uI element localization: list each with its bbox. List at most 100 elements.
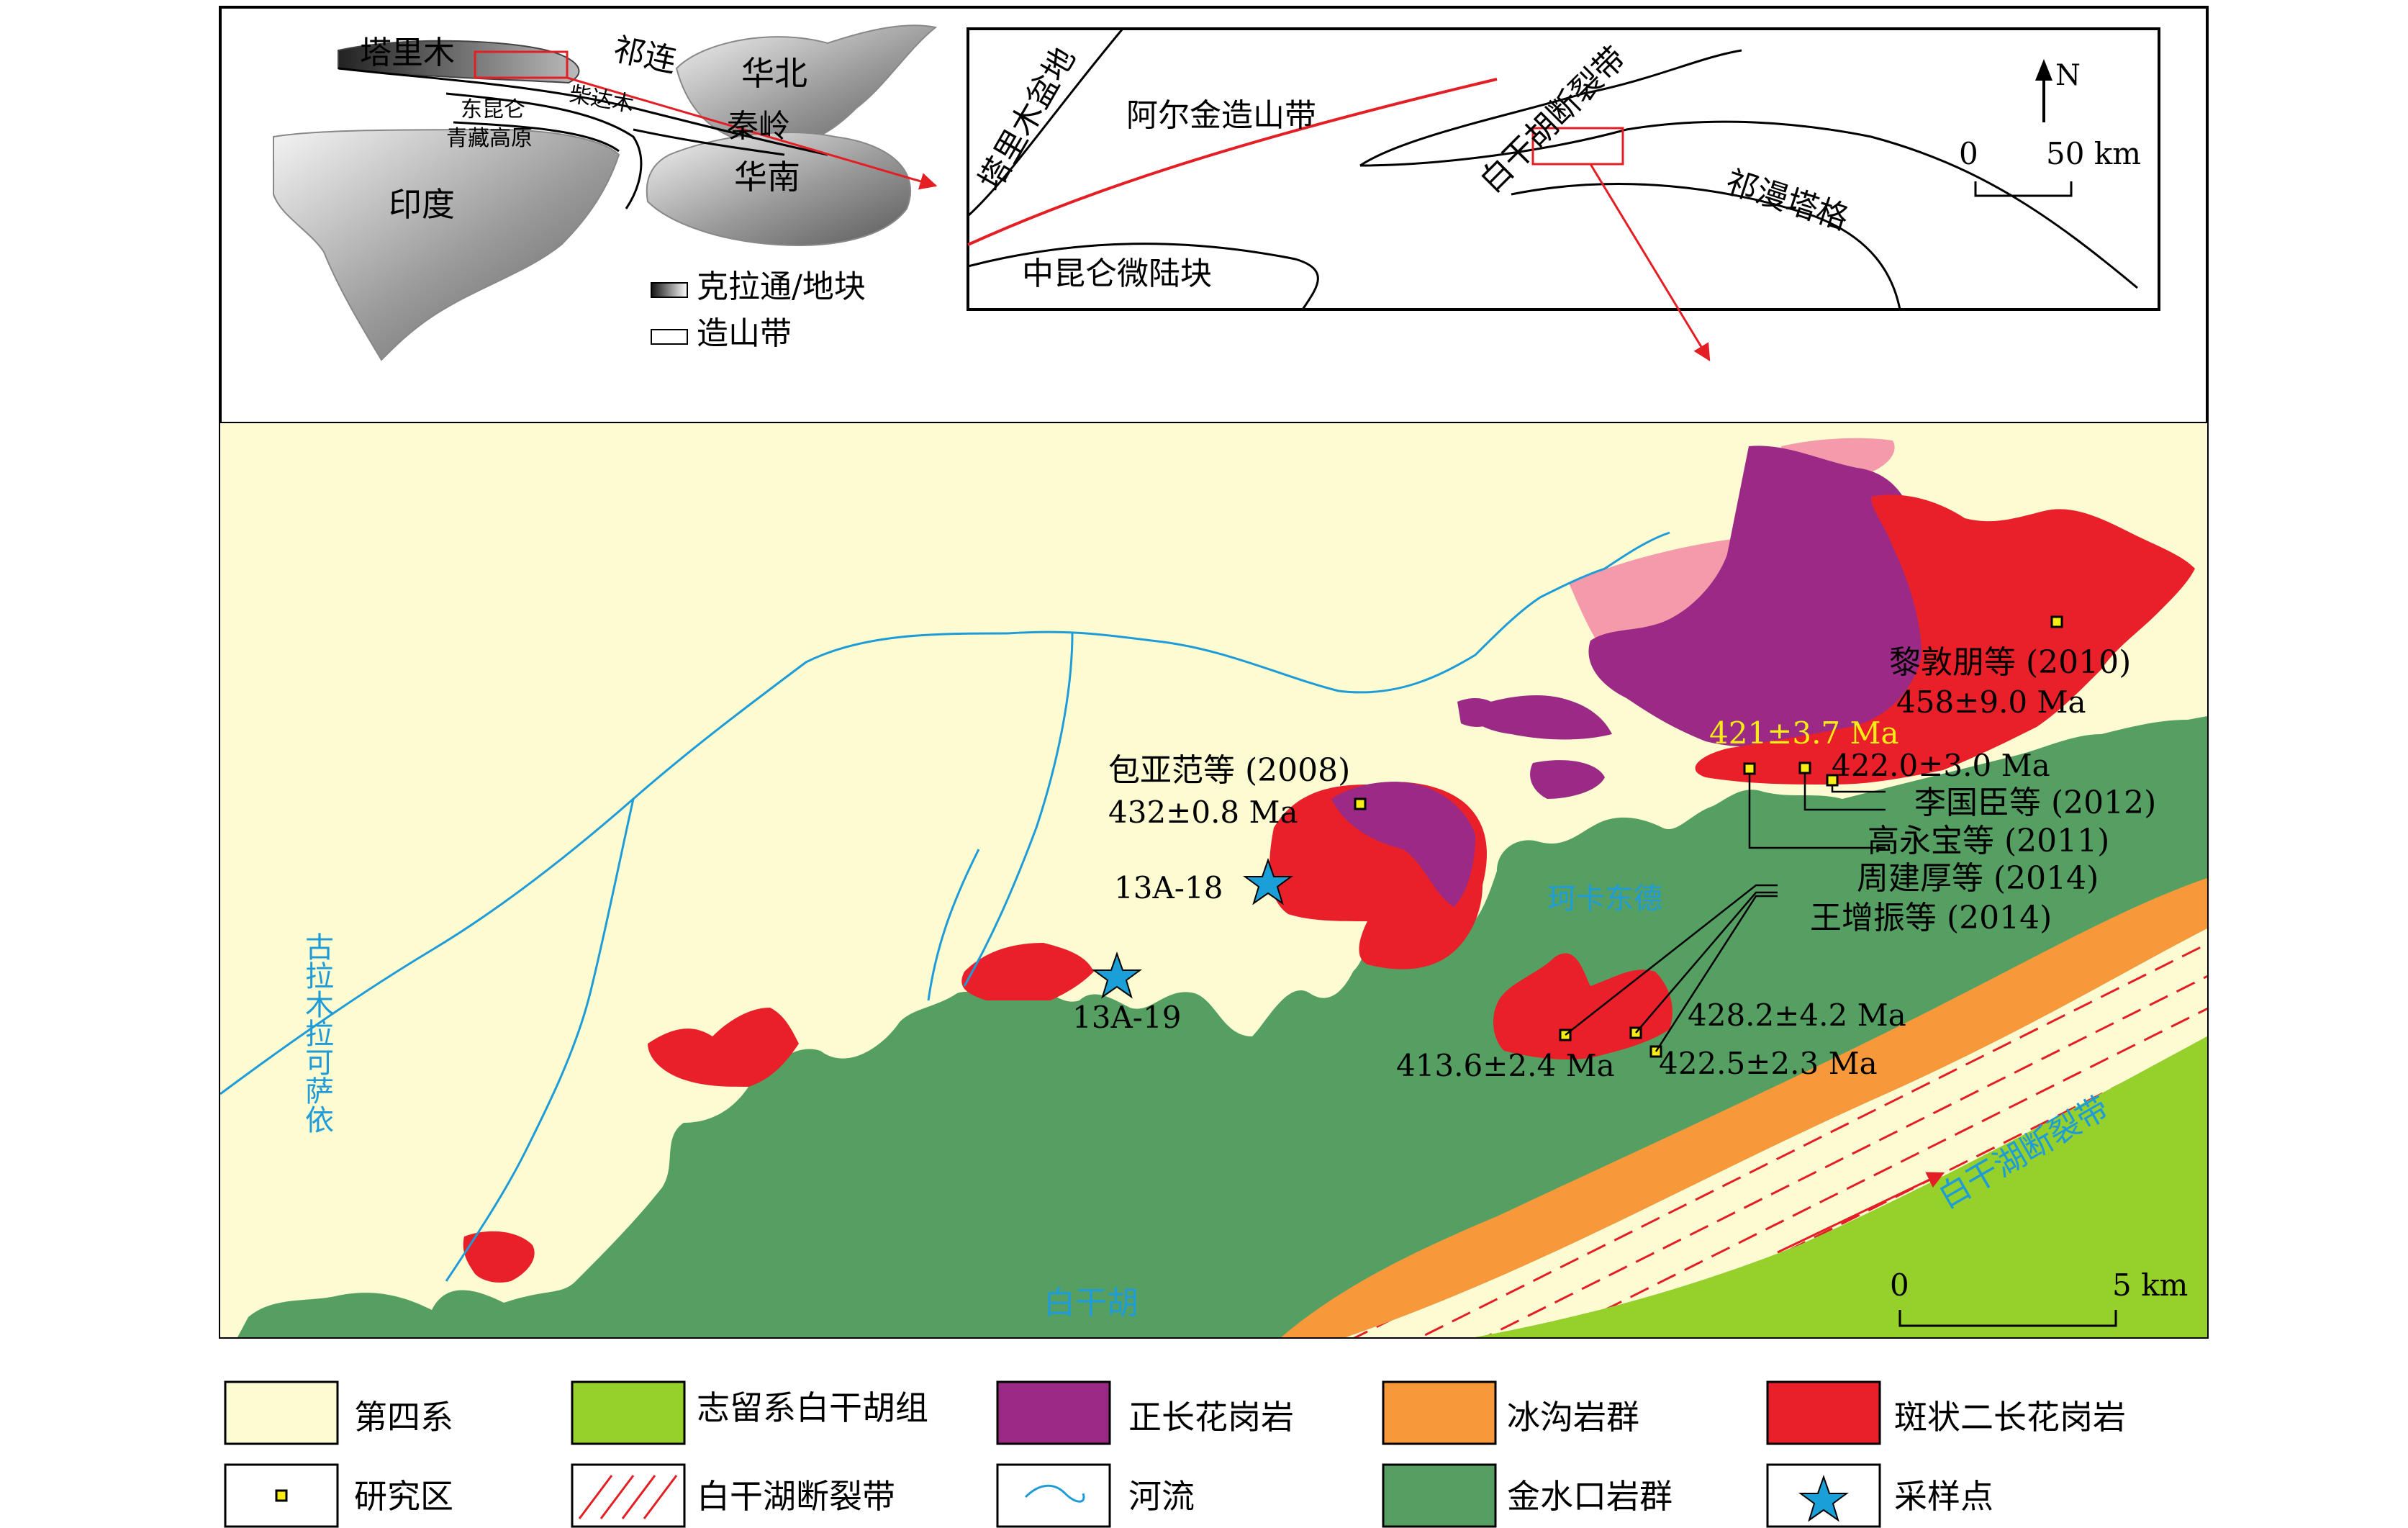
label-altyn: 阿尔金造山带 bbox=[1126, 97, 1316, 134]
qinling-line bbox=[633, 128, 785, 156]
syenogranite-main bbox=[1588, 446, 1943, 747]
river-label-gulamu: 古拉木拉可萨依 bbox=[300, 932, 333, 1134]
legend-label-binggou: 冰沟岩群 bbox=[1507, 1398, 1639, 1437]
baiganhu-upper-boundary bbox=[1359, 49, 1742, 167]
inset-scale-bar bbox=[1974, 181, 2073, 197]
inset-scale-zero: 0 bbox=[1959, 136, 1978, 171]
legend-label-quaternary: 第四系 bbox=[354, 1398, 453, 1437]
label-qilian: 祁连 bbox=[610, 31, 680, 80]
porphyritic-cluster-2 bbox=[1493, 953, 1673, 1059]
main-geological-map: 古拉木拉可萨依 白干胡 珂卡东德 白干湖断裂带 13A-18 13A-19 黎敦… bbox=[220, 423, 2207, 1337]
label-qinling: 秦岭 bbox=[727, 108, 790, 145]
legend-label-jinshuikou: 金水口岩群 bbox=[1507, 1477, 1673, 1516]
porphyritic-east bbox=[1695, 494, 2195, 785]
label-east-kunlun: 东昆仑 bbox=[461, 97, 525, 122]
legend-label-river: 河流 bbox=[1128, 1477, 1195, 1516]
study-area-marker bbox=[1798, 761, 1811, 774]
porphyritic-small-2 bbox=[648, 1008, 799, 1087]
baiganhu-lower-boundary bbox=[1359, 120, 2138, 289]
legend-label-study-area: 研究区 bbox=[354, 1477, 453, 1516]
pointer-arrow-left bbox=[566, 76, 938, 190]
syenogranite-lobe-2 bbox=[1530, 760, 1605, 799]
river-label-kekadong: 珂卡东德 bbox=[1547, 882, 1662, 916]
ref-gao2011: 高永宝等 (2011) bbox=[1868, 823, 2109, 859]
ref-bao2008-age: 432±0.8 Ma bbox=[1108, 795, 1298, 830]
india-block bbox=[273, 128, 620, 361]
legend-swatch-porphyritic bbox=[1766, 1380, 1881, 1445]
river-branch-2 bbox=[963, 633, 1074, 987]
tarim-basin-boundary bbox=[967, 28, 1124, 217]
sample-label-13A-19: 13A-19 bbox=[1072, 1000, 1181, 1035]
legend-swatch-silurian bbox=[571, 1380, 686, 1445]
ref-li2010: 黎敦朋等 (2010) bbox=[1889, 644, 2131, 681]
huanan-block bbox=[646, 132, 911, 246]
main-scale-bar bbox=[1898, 1310, 2117, 1327]
label-tarim: 塔里木 bbox=[360, 35, 455, 71]
main-scale-end: 5 km bbox=[2112, 1267, 2188, 1303]
silurian-baiganhu-formation bbox=[1475, 1036, 2207, 1337]
ref-zhou2014: 周建厚等 (2014) bbox=[1857, 860, 2099, 897]
north-arrow-head bbox=[2035, 59, 2052, 81]
legend-label-porphyritic: 斑状二长花岗岩 bbox=[1894, 1398, 2126, 1437]
label-huanan: 华南 bbox=[734, 158, 800, 196]
qimantag-boundary bbox=[1511, 183, 1901, 310]
sample-label-13A-18: 13A-18 bbox=[1114, 870, 1223, 905]
study-area-box-left bbox=[474, 50, 569, 79]
legend-label-fault-zone: 白干湖断裂带 bbox=[697, 1477, 895, 1516]
binggou-group bbox=[1281, 878, 2207, 1337]
north-label: N bbox=[2055, 59, 2081, 92]
legend-swatch-quaternary bbox=[224, 1380, 339, 1445]
river-gulamu bbox=[445, 798, 635, 1282]
purple-overlay-cluster1 bbox=[1331, 782, 1475, 907]
inset-scale-end: 50 km bbox=[2046, 136, 2141, 171]
sample-star-13A-19 bbox=[1091, 951, 1143, 999]
legend-label-k-granite: 正长花岗岩 bbox=[1128, 1398, 1294, 1437]
river-main bbox=[220, 531, 1670, 1095]
syenogranite-small bbox=[1457, 698, 1504, 727]
label-central-kunlun: 中昆仑微陆块 bbox=[1022, 256, 1212, 292]
study-area-marker bbox=[1354, 797, 1367, 810]
label-qt-plateau: 青藏高原 bbox=[446, 126, 533, 151]
legend-swatch-k-granite bbox=[996, 1380, 1111, 1445]
label-india: 印度 bbox=[389, 185, 455, 224]
altyn-fault-red bbox=[967, 78, 1498, 246]
kunlun-line bbox=[445, 92, 643, 209]
inset-china-tectonic-map: 塔里木 祁连 华北 柴达木 秦岭 东昆仑 青藏高原 印度 华南 克拉通/地块 造… bbox=[273, 24, 938, 361]
legend-swatch-binggou bbox=[1382, 1380, 1497, 1445]
legend-orogen-swatch bbox=[651, 329, 688, 345]
study-area-box-right bbox=[1531, 127, 1624, 166]
ref-li2010-age: 458±9.0 Ma bbox=[1896, 684, 2086, 720]
legend-craton-swatch bbox=[651, 282, 688, 298]
pointer-arrow-right bbox=[1589, 163, 1711, 362]
age-428: 428.2±4.2 Ma bbox=[1688, 998, 1906, 1033]
river-wave-icon bbox=[1024, 1484, 1085, 1503]
sample-star-13A-18 bbox=[1242, 857, 1294, 905]
legend-swatch-river bbox=[996, 1463, 1111, 1528]
river-network bbox=[220, 531, 1670, 1282]
age-413: 413.6±2.4 Ma bbox=[1396, 1048, 1615, 1083]
age-421: 421±3.7 Ma bbox=[1709, 715, 1899, 751]
age-422-0: 422.0±3.0 Ma bbox=[1832, 748, 2050, 783]
fault-dash-icon bbox=[578, 1475, 678, 1519]
legend-swatch-jinshuikou bbox=[1382, 1463, 1497, 1528]
label-huabei: 华北 bbox=[741, 54, 807, 93]
leader-lines bbox=[1565, 773, 1886, 1052]
ref-wang2014: 王增振等 (2014) bbox=[1810, 900, 2052, 936]
river-branch-3 bbox=[927, 849, 980, 1001]
ref-bao2008: 包亚范等 (2008) bbox=[1108, 752, 1350, 789]
syenogranite-lobe-1 bbox=[1468, 695, 1612, 740]
porphyritic-small-1 bbox=[961, 943, 1094, 1000]
main-scale-zero: 0 bbox=[1890, 1267, 1909, 1303]
fault-sense-arrow bbox=[1777, 1172, 1945, 1254]
legend-label-sample-point: 采样点 bbox=[1894, 1477, 1993, 1516]
legend-orogen-label: 造山带 bbox=[697, 315, 792, 352]
map-legend: 第四系 志留系白干胡组 正长花岗岩 冰沟岩群 斑状二长花岗岩 研究区 白干湖断裂… bbox=[224, 1380, 2126, 1528]
study-area-marker bbox=[2050, 615, 2063, 628]
central-kunlun-boundary bbox=[967, 243, 1319, 310]
study-area-marker-icon bbox=[275, 1489, 288, 1502]
inset-regional-map: 塔里木盆地 阿尔金造山带 白干胡断裂带 祁漫塔格 中昆仑微陆块 N 0 50 k… bbox=[967, 27, 2160, 362]
ref-li2012: 李国臣等 (2012) bbox=[1914, 785, 2156, 821]
legend-craton-label: 克拉通/地块 bbox=[697, 268, 866, 305]
river-label-baiganhu: 白干胡 bbox=[1044, 1285, 1139, 1321]
